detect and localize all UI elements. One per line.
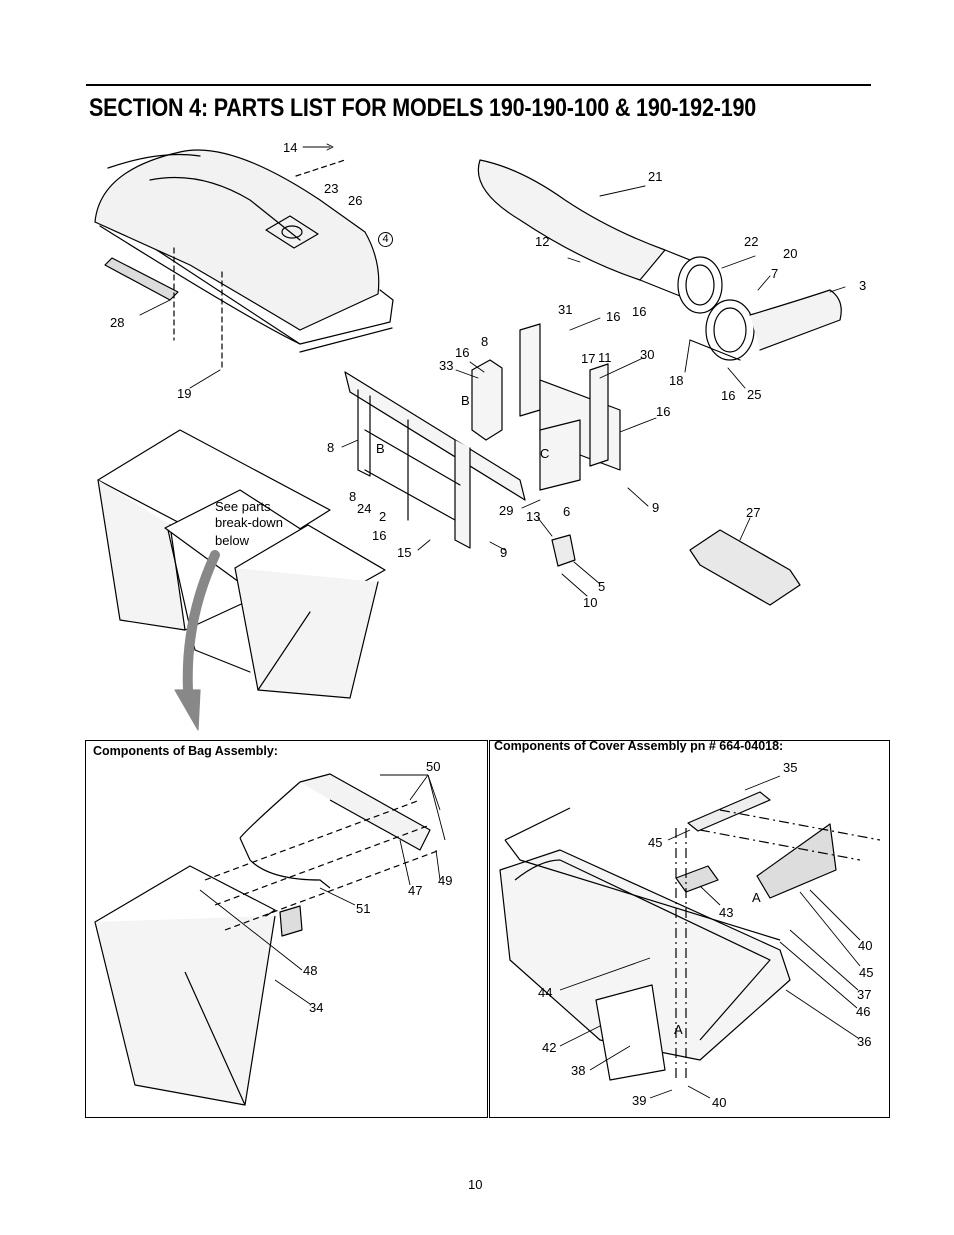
callout-19: 19 bbox=[177, 386, 192, 401]
callout-40a: 40 bbox=[858, 938, 873, 953]
cover-assembly-drawing bbox=[499, 775, 881, 1099]
callout-16d: 16 bbox=[721, 388, 736, 403]
callout-31: 31 bbox=[558, 302, 573, 317]
callout-50: 50 bbox=[426, 759, 441, 774]
callout-39: 39 bbox=[632, 1093, 647, 1108]
callout-47: 47 bbox=[408, 883, 423, 898]
callout-8a: 8 bbox=[481, 334, 489, 349]
callout-35: 35 bbox=[783, 760, 798, 775]
breakdown-note-line1: See parts bbox=[215, 499, 271, 514]
page-number: 10 bbox=[468, 1177, 483, 1192]
callout-20: 20 bbox=[783, 246, 798, 261]
callout-26: 26 bbox=[348, 193, 363, 208]
callout-34: 34 bbox=[309, 1000, 324, 1015]
callout-8b: 8 bbox=[327, 440, 335, 455]
callout-23: 23 bbox=[324, 181, 339, 196]
callout-11: 11 bbox=[598, 350, 612, 365]
callout-9b: 9 bbox=[500, 545, 508, 560]
breakdown-note: See parts break-down below bbox=[215, 499, 283, 549]
callout-21: 21 bbox=[648, 169, 663, 184]
callout-48: 48 bbox=[303, 963, 318, 978]
breakdown-note-line3: below bbox=[215, 533, 249, 548]
callout-16b: 16 bbox=[632, 304, 647, 319]
callout-36: 36 bbox=[857, 1034, 872, 1049]
callout-18: 18 bbox=[669, 373, 684, 388]
callout-24: 24 bbox=[357, 501, 372, 516]
page-title: SECTION 4: PARTS LIST FOR MODELS 190-190… bbox=[89, 94, 757, 122]
breakdown-note-line2: break-down bbox=[215, 515, 283, 530]
callout-46: 46 bbox=[856, 1004, 871, 1019]
callout-A2: A bbox=[674, 1022, 683, 1037]
callout-44: 44 bbox=[538, 985, 553, 1000]
frame-illustration bbox=[344, 323, 621, 549]
callout-16f: 16 bbox=[372, 528, 387, 543]
cover-hood-illustration bbox=[94, 149, 394, 353]
callout-12: 12 bbox=[535, 234, 550, 249]
callout-17: 17 bbox=[581, 351, 596, 366]
callout-51: 51 bbox=[356, 901, 371, 916]
callout-10: 10 bbox=[583, 595, 598, 610]
callout-25: 25 bbox=[747, 387, 762, 402]
callout-42: 42 bbox=[542, 1040, 557, 1055]
callout-9a: 9 bbox=[652, 500, 660, 515]
callout-45a: 45 bbox=[648, 835, 663, 850]
callout-8c: 8 bbox=[349, 489, 357, 504]
cover-assembly-title: Components of Cover Assembly pn # 664-04… bbox=[494, 739, 784, 753]
bag-assembly-panel bbox=[85, 740, 488, 1118]
callout-49: 49 bbox=[438, 873, 453, 888]
callout-3: 3 bbox=[859, 278, 867, 293]
callout-7: 7 bbox=[771, 266, 779, 281]
callout-16c: 16 bbox=[455, 345, 470, 360]
callout-33: 33 bbox=[439, 358, 454, 373]
callout-38: 38 bbox=[571, 1063, 586, 1078]
callout-29: 29 bbox=[499, 503, 514, 518]
callout-A1: A bbox=[752, 890, 761, 905]
callout-40b: 40 bbox=[712, 1095, 727, 1110]
callout-6: 6 bbox=[563, 504, 571, 519]
callout-B1: B bbox=[461, 393, 470, 408]
callout-5: 5 bbox=[598, 579, 606, 594]
callout-22: 22 bbox=[744, 234, 759, 249]
callout-14: 14 bbox=[283, 140, 298, 155]
callout-15: 15 bbox=[397, 545, 412, 560]
header-rule bbox=[86, 84, 871, 86]
callout-30: 30 bbox=[640, 347, 655, 362]
chute-illustration bbox=[477, 159, 842, 361]
callout-13: 13 bbox=[526, 509, 541, 524]
callout-27: 27 bbox=[746, 505, 761, 520]
callout-C1: C bbox=[540, 446, 550, 461]
callout-43: 43 bbox=[719, 905, 734, 920]
bags-illustration bbox=[97, 429, 386, 699]
callout-37: 37 bbox=[857, 987, 872, 1002]
callout-16a: 16 bbox=[606, 309, 621, 324]
callout-16e: 16 bbox=[656, 404, 671, 419]
bag-assembly-title: Components of Bag Assembly: bbox=[93, 744, 278, 758]
callout-B2: B bbox=[376, 441, 385, 456]
callout-28: 28 bbox=[110, 315, 125, 330]
callout-45b: 45 bbox=[859, 965, 874, 980]
callout-2: 2 bbox=[379, 509, 387, 524]
callout-4: 4 bbox=[378, 232, 393, 247]
bag-assembly-drawing bbox=[94, 773, 446, 1106]
cover-assembly-panel bbox=[489, 740, 890, 1118]
